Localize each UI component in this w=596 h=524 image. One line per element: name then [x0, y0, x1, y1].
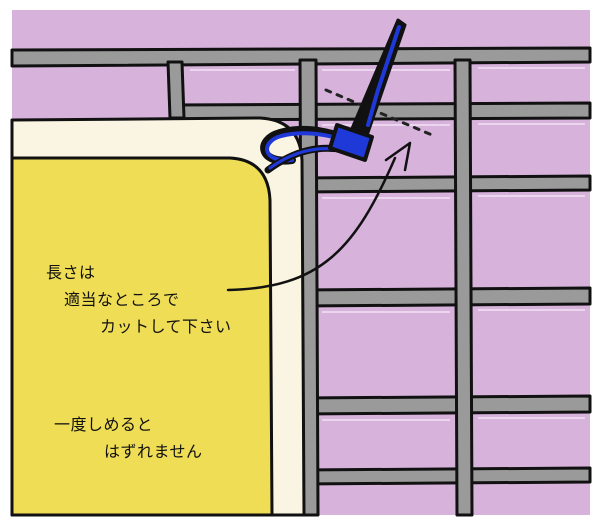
length-note-line-1: 長さは — [46, 263, 96, 282]
once-note-line-1: 一度しめると — [54, 415, 154, 434]
cut-guide-line — [324, 88, 434, 137]
cell-highlights — [190, 67, 585, 421]
grid-bar-row4 — [298, 286, 592, 308]
grid-bar-col3 — [453, 58, 474, 517]
pointer-arrowhead — [384, 141, 412, 172]
once-note-line-2: はずれません — [104, 442, 203, 461]
cable-tie-head — [328, 123, 374, 162]
cable-tie-loop — [265, 131, 352, 163]
grid-bar-row5 — [298, 394, 592, 416]
grid-bar-row3 — [298, 174, 592, 194]
length-note-line-3: カットして下さい — [100, 317, 232, 336]
pointer-line — [226, 156, 397, 292]
length-note-line-2: 適当なところで — [64, 290, 180, 309]
grid-bar-col1 — [166, 60, 186, 120]
grid-bar-row6 — [298, 466, 592, 486]
cable-tie-tail — [366, 25, 401, 127]
yellow-panel — [10, 156, 274, 517]
